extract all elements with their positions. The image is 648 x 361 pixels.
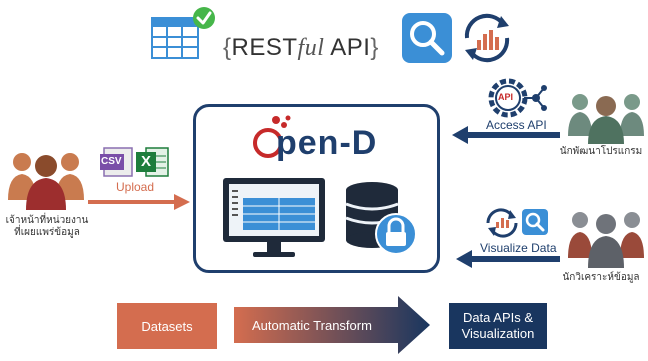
search-icon (401, 12, 453, 64)
data-apis-box: Data APIs & Visualization (449, 303, 547, 349)
database-lock-icon (340, 180, 420, 258)
excel-file-icon: X (136, 146, 170, 178)
publisher-label: เจ้าหน้าที่หน่วยงาน ที่เผยแพร่ข้อมูล (5, 215, 89, 238)
open-d-logo: pen-D (244, 114, 404, 164)
access-api-arrow (452, 124, 560, 146)
data-apis-line2: Visualization (461, 326, 535, 341)
access-api-label: Access API (486, 118, 547, 132)
logo-dash: - (339, 124, 352, 162)
upload-label: Upload (116, 180, 155, 194)
table-check-icon (150, 6, 220, 62)
developer-people-icon (566, 90, 646, 144)
visualize-data-label: Visualize Data (480, 241, 557, 255)
developer-label: นักพัฒนาโปรแกรม (559, 146, 643, 157)
analyst-people-icon (566, 206, 646, 268)
visualize-arrow (456, 248, 560, 270)
upload-arrow (88, 192, 192, 212)
automatic-transform-label: Automatic Transform (252, 318, 372, 333)
restful-api-title: {RESTful API} (223, 34, 379, 61)
api-badge: API (498, 92, 514, 102)
monitor-icon (221, 176, 327, 260)
visualize-icons (484, 206, 550, 240)
automatic-transform-arrow (234, 294, 430, 356)
logo-pen: pen (276, 124, 340, 162)
data-apis-line1: Data APIs & (462, 310, 534, 325)
api-gear-icon: API (486, 76, 548, 118)
publisher-people-icon (6, 146, 88, 210)
refresh-chart-icon (457, 10, 517, 66)
analyst-label: นักวิเคราะห์ข้อมูล (562, 272, 640, 283)
logo-d: D (351, 124, 378, 162)
datasets-box: Datasets (117, 303, 217, 349)
csv-file-icon: CSV (100, 146, 134, 178)
